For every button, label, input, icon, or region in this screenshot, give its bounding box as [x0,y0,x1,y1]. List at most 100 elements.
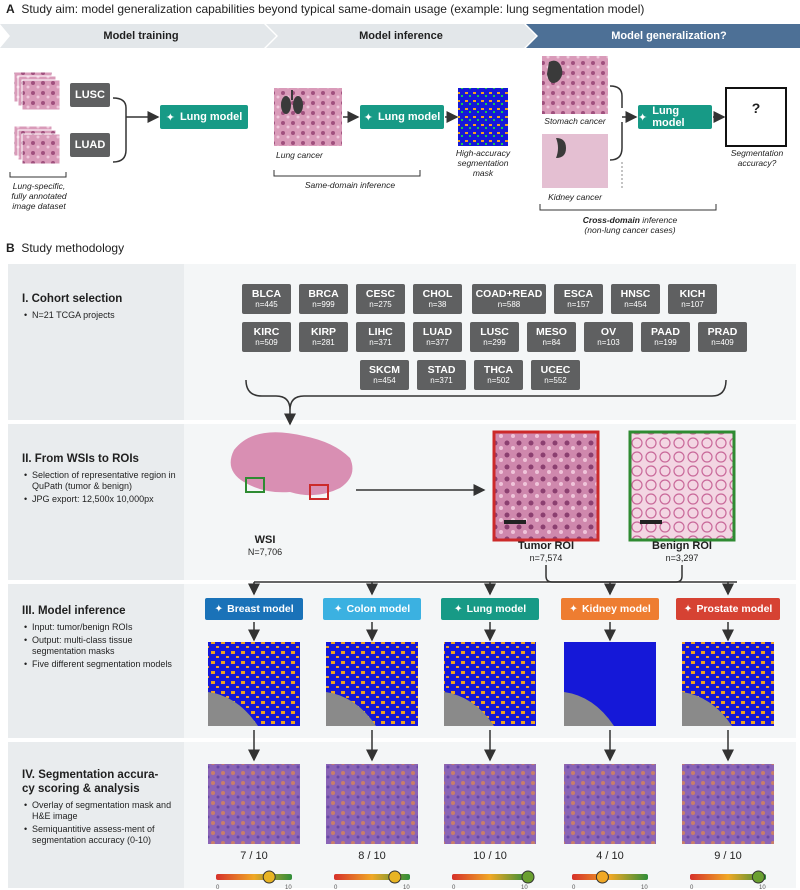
score-marker [751,870,765,884]
cohort-count: n=509 [255,338,278,347]
scale-min-label: 0 [334,885,338,890]
cohort-code: LUSC [480,326,509,338]
cohort-count: n=552 [544,376,567,385]
cohort-count: n=445 [255,300,278,309]
overlay-image [326,764,418,844]
mask-note: High-accuracy segmentation mask [455,148,511,178]
cross-domain-label: Cross-domain inference (non-lung cancer … [582,215,678,235]
cross-domain-bracket-upper [609,85,623,161]
score-scale-bar [216,874,292,880]
luad-image-stack [13,125,61,165]
model-label: Lung model [466,603,527,615]
overlay-image [208,764,300,844]
cohort-code: PAAD [651,326,680,338]
dataset-note: Lung-specific, fully annotated image dat… [11,181,67,211]
cohort-count: n=588 [497,300,521,309]
cohort-code: COAD+READ [475,288,543,300]
cohort-code: LIHC [368,326,393,338]
mask-gray-region [444,692,494,726]
cohort-code: ESCA [563,288,594,300]
tumor-roi-label: Tumor ROI [517,540,574,552]
dataset-bracket [9,172,67,178]
cohort-count: n=999 [312,300,335,309]
stage-inference-label: Model inference [359,30,443,42]
model-box-lung: ✦Lung model [441,598,539,620]
stomach-cancer-label: Stomach cancer [544,116,606,126]
luad-box: LUAD [70,133,110,157]
sparkle-icon: ✦ [453,603,463,615]
cohort-code: LUAD [422,326,453,338]
score-scale-bar [452,874,528,880]
cohort-count: n=299 [483,338,506,347]
kidney-icon [556,138,566,158]
section-a-title: A Study aim: model generalization capabi… [6,2,645,16]
sparkle-icon: ✦ [569,603,578,615]
model-label: Prostate model [696,603,773,615]
cohort-code: KIRP [310,326,337,338]
cohort-count: n=371 [369,338,392,347]
mask-gray-region [326,692,376,726]
cohort-bracket [245,380,727,411]
stomach-icon [547,60,563,83]
scale-min-label: 0 [452,885,456,890]
lung-cancer-label: Lung cancer [276,150,323,160]
score-label: 4 / 10 [596,850,624,862]
sparkle-icon: ✦ [363,111,373,124]
model-label: Breast model [227,603,294,615]
cross-domain-bracket [539,204,717,211]
overlay-image [444,764,536,844]
overlay-image [682,764,774,844]
score-scale-bar [690,874,766,880]
sparkle-icon: ✦ [638,111,648,124]
wsi-tissue [230,432,353,496]
lung-model-inference: ✦Lung model [360,105,444,129]
model-label: Colon model [346,603,411,615]
cohort-code: STAD [427,364,456,376]
sparkle-icon: ✦ [165,111,175,124]
cohort-code: HNSC [620,288,651,300]
chevron-training [0,24,276,48]
question-mark: ? [751,100,761,116]
same-domain-label: Same-domain inference [304,180,396,190]
mask-gray-region [682,692,732,726]
cohort-count: n=409 [711,338,734,347]
cohort-count: n=377 [426,338,449,347]
score-marker [595,870,609,884]
score-marker [262,870,276,884]
stage-training-label: Model training [103,30,179,42]
model-label: Kidney model [581,603,651,615]
cohort-count: n=281 [312,338,335,347]
segmentation-accuracy-label: Segmentation accuracy? [730,148,784,168]
segmentation-mask-image [458,88,508,146]
cohort-code: BRCA [308,288,339,300]
step2-label: II. From WSIs to ROIs Selection of repre… [22,452,182,507]
mask-row [208,642,774,726]
score-label: 10 / 10 [473,850,507,862]
scale-max-label: 10 [521,885,528,890]
kidney-cancer-label: Kidney cancer [548,192,602,202]
chevron-inference [266,24,536,48]
training-bracket [112,97,127,163]
cohort-code: MESO [536,326,567,338]
score-label: 7 / 10 [240,850,268,862]
model-box-prostate: ✦Prostate model [676,598,780,620]
cohort-code: UCEC [540,364,571,376]
lung-model-training: ✦Lung model [160,105,248,129]
sparkle-icon: ✦ [333,603,343,615]
